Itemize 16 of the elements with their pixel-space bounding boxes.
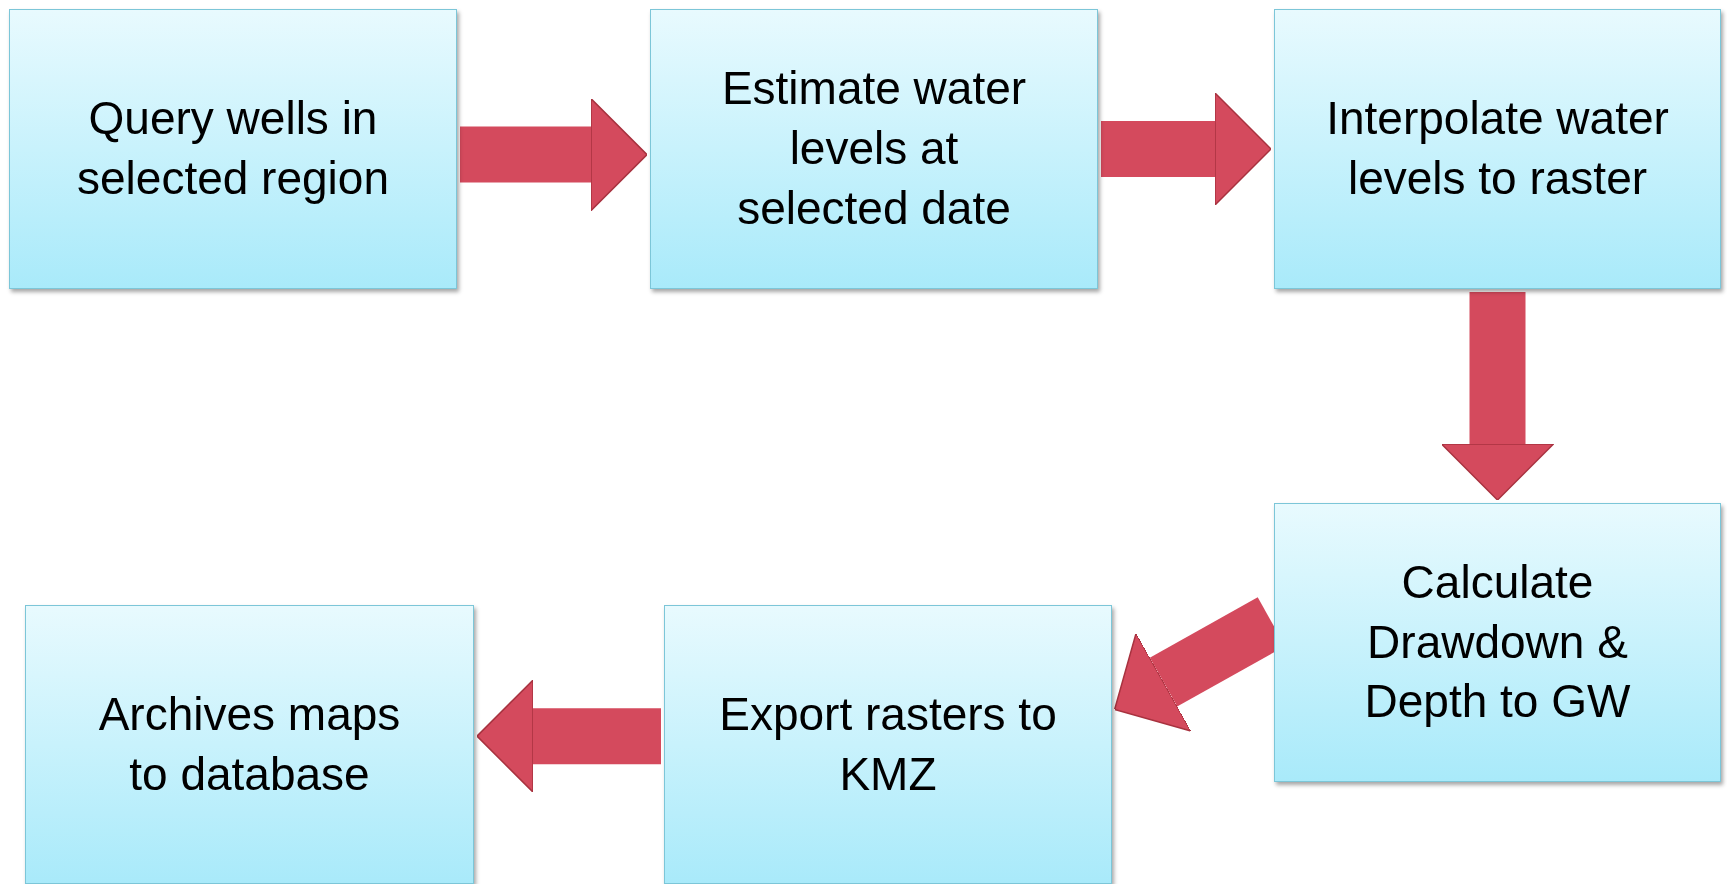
process-box bbox=[1274, 9, 1721, 289]
process-box bbox=[25, 605, 474, 884]
step-text: Interpolate water levels to raster bbox=[1325, 91, 1670, 206]
step-text: Archives maps to database bbox=[97, 686, 402, 802]
step-text: Calculate Drawdown & Depth to GW bbox=[1363, 554, 1632, 730]
block-arrow bbox=[1101, 92, 1272, 206]
step-text: Query wells in selected region bbox=[76, 91, 390, 206]
process-box bbox=[9, 9, 457, 289]
step-text: Estimate water levels at selected date bbox=[720, 61, 1028, 236]
block-arrow bbox=[476, 679, 661, 793]
process-box bbox=[664, 605, 1112, 884]
block-arrow bbox=[460, 97, 648, 212]
step-text: Export rasters to KMZ bbox=[718, 686, 1058, 802]
block-arrow bbox=[1440, 292, 1555, 501]
process-box bbox=[650, 9, 1098, 289]
process-box bbox=[1274, 503, 1721, 782]
